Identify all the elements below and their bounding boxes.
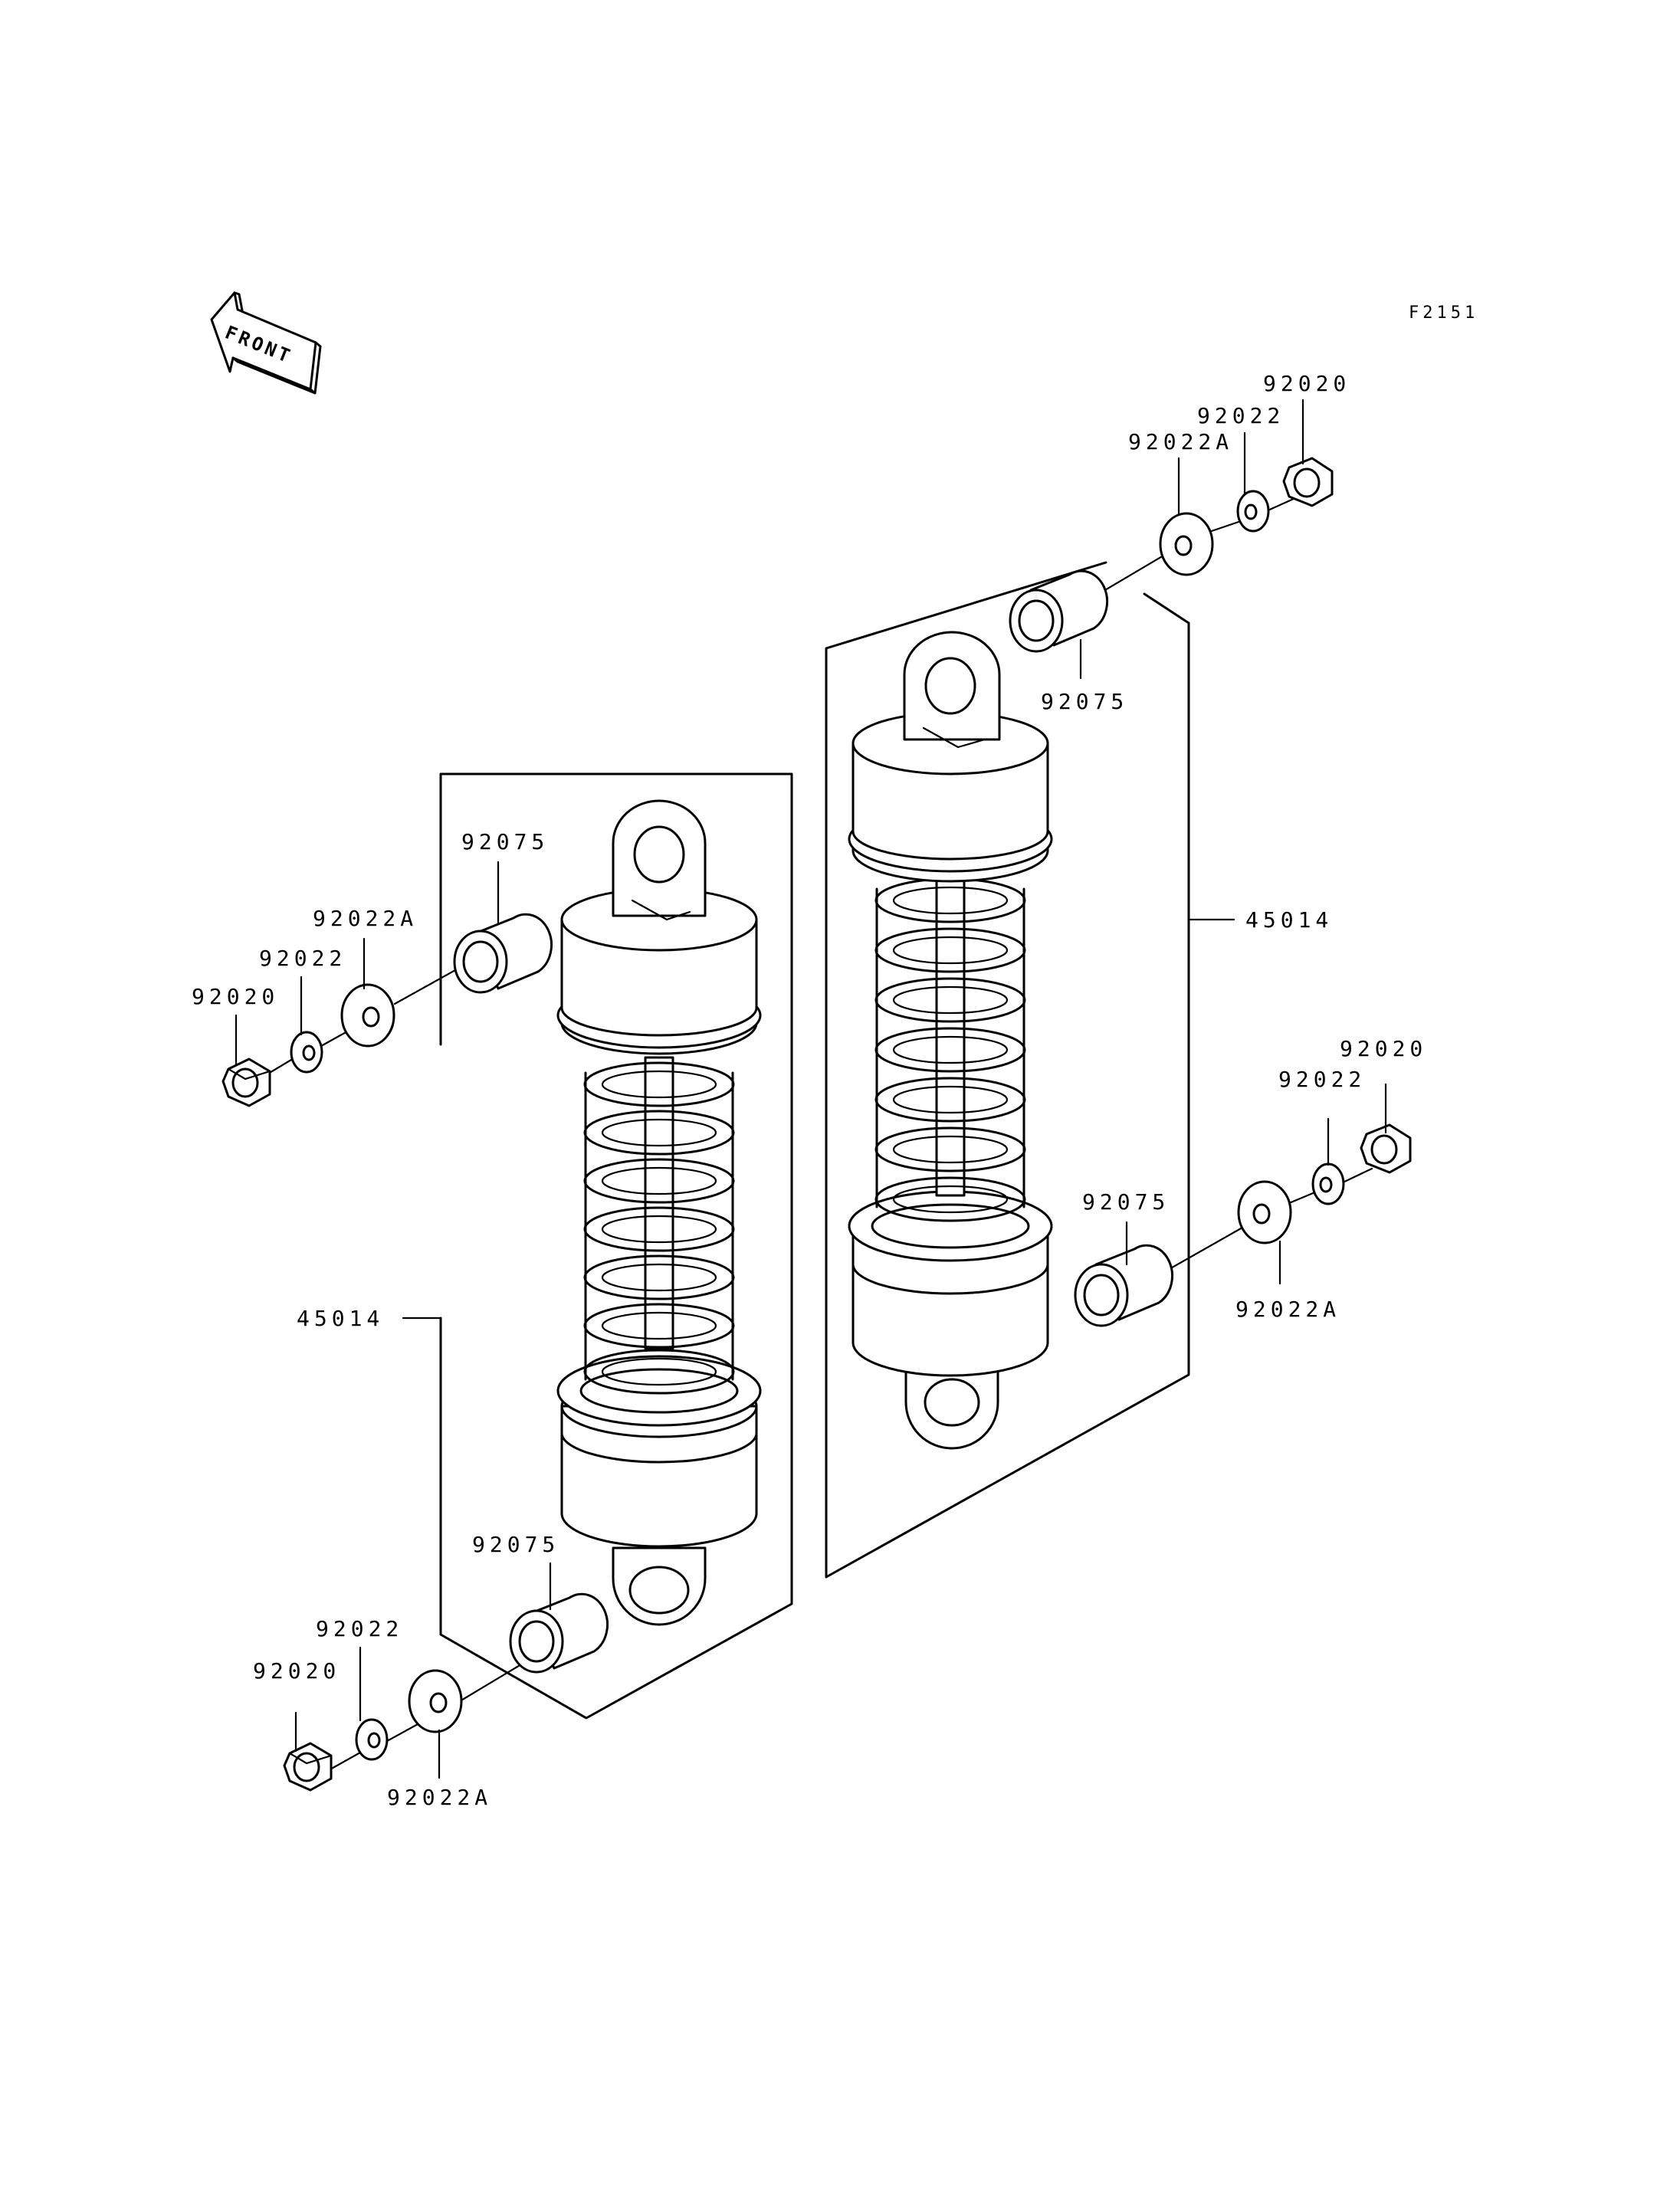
label-92075-lower-left: 92075 — [472, 1532, 559, 1557]
bushing-92075-lower-left — [509, 1592, 609, 1674]
label-92022-upper-left: 92022 — [259, 946, 346, 971]
bushing-92075-upper-right — [1009, 569, 1109, 653]
washer-92022A-lower-right — [1237, 1180, 1292, 1244]
label-92022-lower-left: 92022 — [316, 1616, 403, 1641]
label-92022-upper-right: 92022 — [1197, 403, 1285, 428]
front-direction-arrow-icon: FRONT — [210, 291, 322, 395]
label-92020-upper-left: 92020 — [192, 984, 279, 1009]
washer-92022-upper-right — [1236, 490, 1270, 533]
label-92022A-lower-right: 92022A — [1235, 1297, 1340, 1322]
washer-92022A-upper-left — [340, 983, 395, 1048]
washer-92022A-lower-left — [408, 1669, 463, 1733]
left-shock-absorber — [402, 772, 793, 1720]
washer-92022-lower-right — [1311, 1162, 1345, 1205]
hardware-lower-right — [1074, 1123, 1412, 1327]
washer-92022A-upper-right — [1159, 512, 1214, 576]
nut-92020-upper-left — [221, 1058, 271, 1107]
hardware-lower-left — [283, 1592, 609, 1792]
nut-92020-upper-right — [1282, 457, 1334, 507]
label-92075-upper-left: 92075 — [461, 829, 549, 854]
label-92020-lower-left: 92020 — [253, 1658, 340, 1684]
nut-92020-lower-left — [283, 1742, 333, 1792]
hardware-upper-left — [221, 913, 553, 1107]
label-92022-lower-right: 92022 — [1278, 1067, 1366, 1092]
nut-92020-lower-right — [1360, 1123, 1412, 1174]
label-92022A-lower-left: 92022A — [387, 1785, 492, 1810]
bushing-92075-lower-right — [1074, 1244, 1174, 1327]
right-shock-absorber — [825, 561, 1235, 1579]
leader-lines — [235, 398, 1387, 1779]
label-92020-lower-right: 92020 — [1340, 1036, 1427, 1061]
figure-code: F2151 — [1409, 303, 1478, 323]
washer-92022-upper-left — [290, 1031, 323, 1074]
hardware-upper-right — [1009, 457, 1334, 653]
label-45014-right: 45014 — [1245, 907, 1333, 933]
label-92022A-upper-right: 92022A — [1128, 429, 1233, 454]
label-92075-upper-right: 92075 — [1041, 689, 1128, 714]
label-92075-lower-right: 92075 — [1082, 1189, 1170, 1215]
washer-92022-lower-left — [355, 1718, 389, 1761]
label-92022A-upper-left: 92022A — [313, 906, 418, 931]
bushing-92075-upper-left — [453, 913, 553, 994]
label-92020-upper-right: 92020 — [1263, 371, 1350, 396]
label-45014-left: 45014 — [297, 1306, 384, 1331]
